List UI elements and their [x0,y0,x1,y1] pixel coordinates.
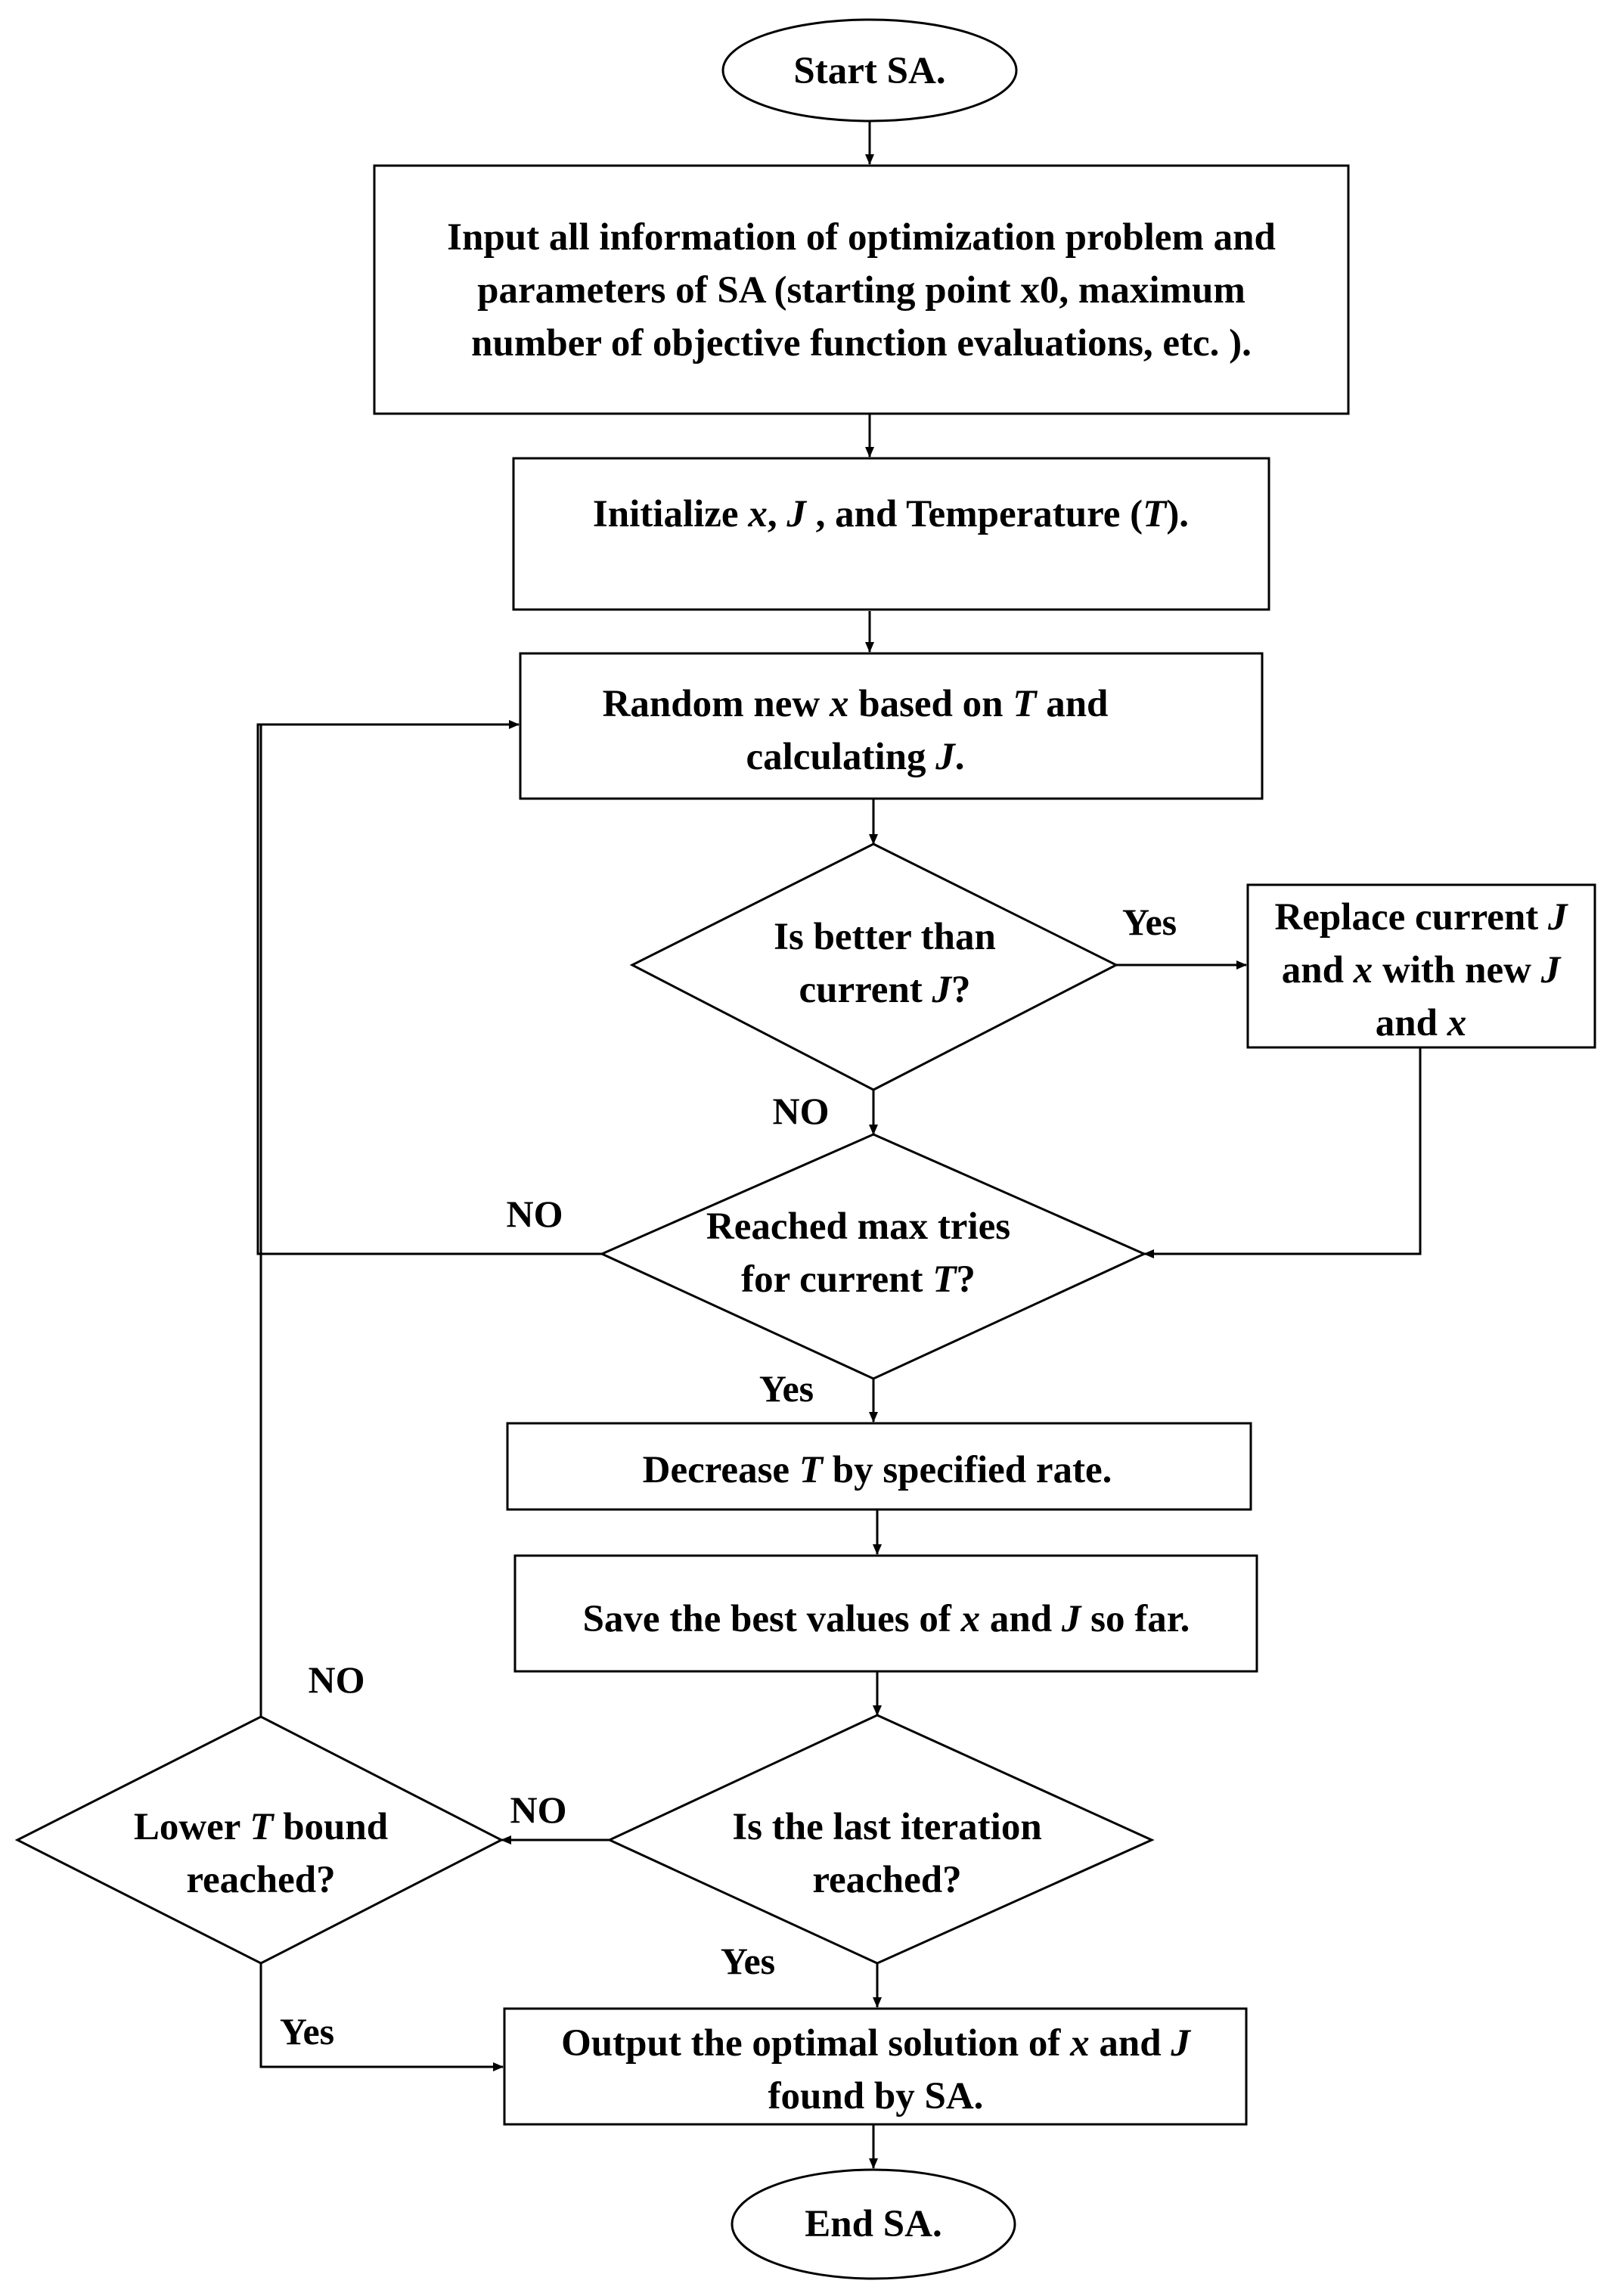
last-yes-label: Yes [721,1940,775,1982]
maxtries-no-label: NO [507,1193,563,1235]
random-text: Random new x based on T and calculating J… [603,683,1109,778]
replace-text: Replace current J and x with new J and x [1274,896,1568,1044]
better-decision [629,842,1119,1091]
lower-decision [14,1715,504,1965]
better-no-label: NO [773,1090,830,1132]
connectors [256,122,1422,2169]
start-text: Start SA. [793,50,945,92]
last-text: Is the last iteration reached? [732,1806,1041,1901]
save-box [513,1554,1258,1673]
input-line-3: number of objective function evaluations… [471,322,1252,365]
decrease-line-1: Decrease T by specified rate. [643,1449,1112,1491]
lower-no-label: NO [309,1658,365,1701]
input-line-1: Input all information of optimization pr… [447,216,1276,259]
random-line-1: Random new x based on T and [603,683,1109,725]
input-box [373,164,1350,415]
lower-line-1: Lower T bound [134,1806,388,1848]
better-yes-label: Yes [1122,901,1177,943]
end-line-1: End SA. [805,2203,941,2245]
maxtries-line-2: for current T? [741,1258,976,1301]
init-line-1: Initialize x, J , and Temperature (T). [593,493,1189,535]
init-box [512,457,1270,611]
better-line-1: Is better than [774,916,996,958]
replace-line-2: and x with new J [1282,949,1562,991]
input-line-2: parameters of SA (starting point x0, max… [477,269,1246,312]
save-line-1: Save the best values of x and J so far. [583,1598,1190,1640]
lower-line-2: reached? [186,1859,335,1901]
replace-box [1246,883,1596,1049]
last-no-label: NO [510,1789,567,1831]
arrow-replace-to-maxtries [1143,1048,1422,1258]
better-line-2: current J? [799,969,970,1011]
output-text: Output the optimal solution of x and J fo… [561,2022,1191,2118]
output-line-1: Output the optimal solution of x and J [561,2022,1191,2065]
decrease-box [506,1422,1252,1511]
start-line-1: Start SA. [793,50,945,92]
maxtries-decision [599,1133,1147,1380]
shapes [14,18,1596,2280]
maxtries-text: Reached max tries for current T? [706,1205,1010,1301]
start-terminal [721,18,1018,123]
last-line-1: Is the last iteration [732,1806,1041,1848]
end-terminal [731,2168,1016,2280]
replace-line-1: Replace current J [1274,896,1568,939]
arrow-maxtries-no-to-random [256,720,602,1255]
last-decision [606,1714,1155,1965]
output-box [503,2007,1248,2126]
random-box [519,652,1264,800]
maxtries-line-1: Reached max tries [706,1205,1010,1248]
input-text: Input all information of optimization pr… [447,216,1276,365]
better-text: Is better than current J? [774,916,996,1011]
random-line-2: calculating J. [746,736,965,778]
arrow-lower-yes-to-output [259,1963,504,2071]
edge-labels: Yes NO NO Yes NO Yes NO Yes [280,901,1177,2052]
maxtries-yes-label: Yes [759,1367,814,1410]
output-line-2: found by SA. [768,2075,984,2118]
save-text: Save the best values of x and J so far. [583,1598,1190,1640]
end-text: End SA. [805,2203,941,2245]
last-line-2: reached? [812,1859,961,1901]
lower-text: Lower T bound reached? [134,1806,388,1901]
lower-yes-label: Yes [280,2010,334,2052]
init-text: Initialize x, J , and Temperature (T). [593,493,1189,535]
replace-line-3: and x [1376,1002,1466,1044]
node-texts: Start SA. Input all information of optim… [134,50,1568,2245]
decrease-text: Decrease T by specified rate. [643,1449,1112,1491]
